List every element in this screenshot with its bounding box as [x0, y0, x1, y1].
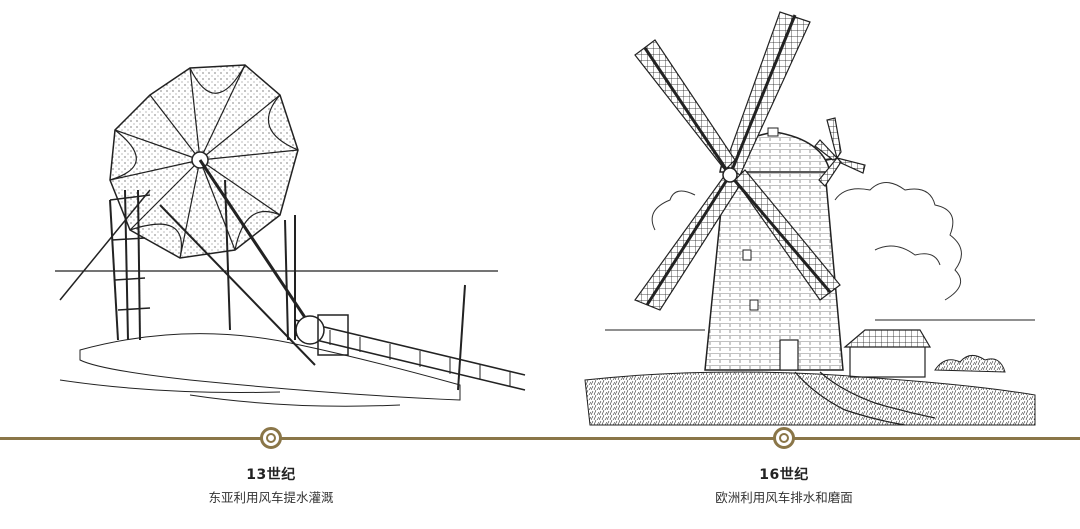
timeline-marker — [773, 427, 795, 449]
timeline-line — [0, 437, 1080, 440]
timeline-marker — [260, 427, 282, 449]
era-year-label: 13世纪 — [246, 467, 296, 483]
era-year-label: 16世纪 — [759, 467, 809, 483]
era-description: 东亚利用风车提水灌溉 — [208, 490, 334, 505]
era-description: 欧洲利用风车排水和磨面 — [715, 490, 853, 505]
chinese-sail-windmill-illustration — [40, 0, 540, 420]
european-tower-windmill-illustration — [575, 0, 1045, 430]
